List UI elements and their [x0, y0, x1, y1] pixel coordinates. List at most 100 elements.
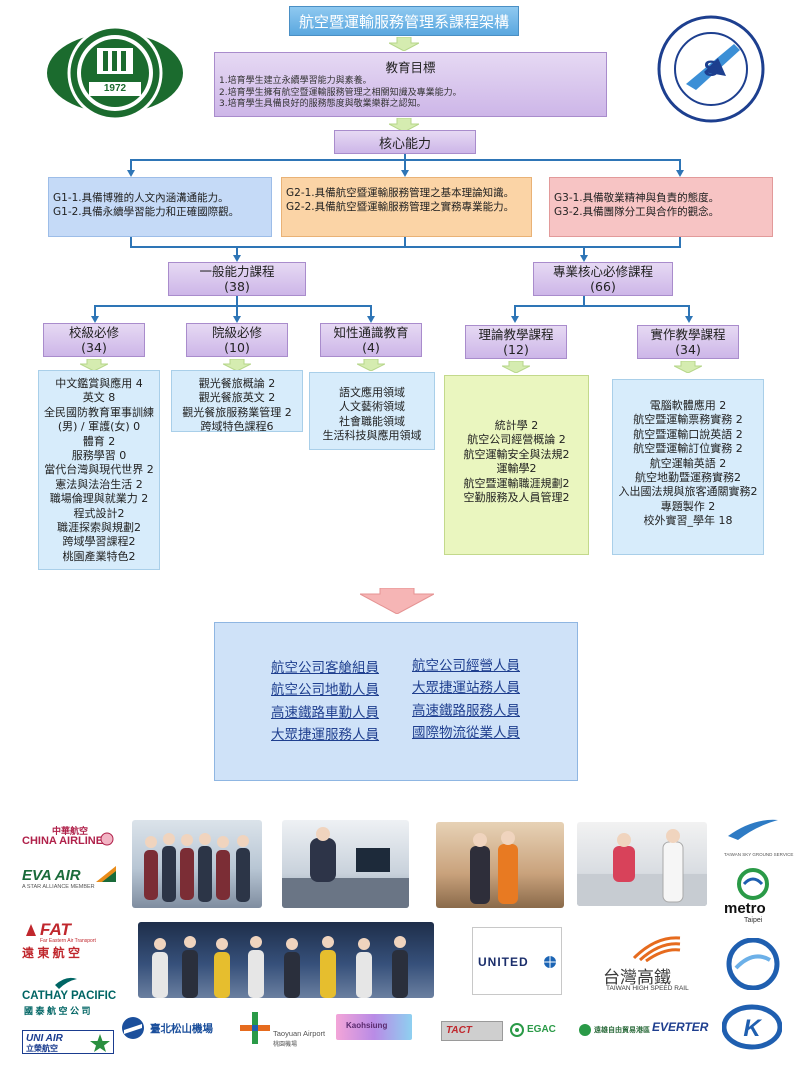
category-school-credits: (34) [81, 340, 107, 355]
tact-text: TACT [446, 1025, 472, 1036]
photo-ground-staff [436, 822, 564, 908]
photo-flight-attendants [132, 820, 262, 908]
course-item: 航空運輸英語 2 [649, 456, 727, 470]
china-airlines-logo: CHINA AIRLINES [22, 835, 111, 847]
course-item: 統計學 2 [494, 419, 539, 432]
uni-air-cn-text: 立榮航空 [26, 1044, 58, 1053]
category-theory-label: 理論教學課程 [478, 327, 554, 342]
thsr-en-text: TAIWAN HIGH SPEED RAIL [606, 985, 689, 992]
career-item: 高速鐵路服務人員 [412, 703, 520, 719]
united-globe-icon [544, 956, 556, 968]
course-item: 跨域學習課程2 [62, 535, 136, 549]
plum-blossom-icon [100, 832, 114, 846]
cathay-cn-text: 國 泰 航 空 公 司 [24, 1006, 91, 1016]
svg-text:K: K [743, 1015, 762, 1042]
china-airlines-logo-cn: 中華航空 [52, 826, 89, 836]
fat-logo: FAT [40, 920, 71, 939]
objective-item: 1.培育學生建立永續學習能力與素養。 [219, 76, 372, 86]
ability-g1-2: G1-2.具備永續學習能力和正確國際觀。 [53, 206, 240, 218]
fat-cn-text: 遠 東 航 空 [22, 946, 81, 960]
course-item: 社會職能領域 [339, 414, 405, 428]
course-item: 空勤服務及人員管理2 [463, 491, 570, 505]
taoyuan-airport-icon [240, 1012, 270, 1044]
metro-text: metro [724, 900, 766, 917]
ability-g1-1: G1-1.具備博雅的人文內涵溝通能力。 [53, 192, 229, 204]
course-item: 語文應用領域 [339, 386, 405, 399]
course-item: 校外實習_學年 18 [643, 514, 733, 528]
category-practice-credits: (34) [675, 342, 701, 357]
course-item: 程式設計2 [73, 506, 125, 520]
fat-en-text: Far Eastern Air Transport [40, 938, 96, 944]
cathay-logo: CATHAY PACIFIC [22, 990, 117, 1002]
ability-g3: G3-1.具備敬業精神與負責的態度。 G3-2.具備團隊分工與合作的觀念。 [549, 177, 773, 237]
k-logo-icon: K [722, 1004, 782, 1050]
category-liberal-label: 知性通識教育 [333, 325, 409, 340]
course-item: 體育 2 [82, 434, 116, 448]
course-item: 英文 8 [82, 391, 116, 405]
course-item: 航空地勤暨運務實務2 [635, 471, 741, 485]
courses-college: 觀光餐旅概論 2 觀光餐旅英文 2 觀光餐旅服務業管理 2 跨域特色課程6 [171, 370, 303, 433]
crew-group-icon [144, 833, 250, 902]
arrow-down-icon [357, 359, 385, 371]
ground-staff-icon [470, 831, 518, 904]
course-item: 航空公司經營概論 2 [467, 433, 566, 447]
arrow-down-icon [389, 118, 419, 132]
objectives-heading: 教育目標 [385, 60, 436, 75]
career-item: 航空公司經營人員 [412, 658, 520, 674]
ability-g2-1: G2-1.具備航空暨運輸服務管理之基本理論知識。 [286, 187, 515, 199]
course-item: 運輸學2 [496, 462, 537, 476]
kaohsiung-airport-logo: Kaohsiung [336, 1014, 412, 1040]
major-courses-credits: (66) [590, 279, 616, 294]
taoyuan-airport-text: Taoyuan Airport [273, 1029, 326, 1038]
course-item: 人文藝術領域 [339, 400, 405, 414]
cathay-brushwing-icon [55, 977, 77, 989]
course-item: 航空暨運輸職涯規劃2 [463, 476, 570, 490]
course-item: 生活科技與應用領域 [322, 429, 422, 443]
united-text: UNITED [478, 955, 529, 969]
category-theory: 理論教學課程 (12) [465, 325, 567, 359]
objective-item: 3.培育學生具備良好的服務態度與敬業樂群之認知。 [219, 99, 426, 109]
category-liberal-credits: (4) [362, 340, 380, 355]
eva-air-logo: EVA AIR [22, 867, 81, 884]
thsr-stripes-icon [632, 936, 681, 962]
course-item: 航空暨運輸口說英語 2 [633, 427, 743, 441]
krtc-logo-icon [726, 938, 780, 990]
course-item: 航空運輸安全與法規2 [463, 447, 570, 461]
course-item: 中文鑑賞與應用 4 [55, 377, 143, 390]
course-item: (男) / 軍護(女) 0 [57, 420, 141, 434]
arrow-down-icon [389, 37, 419, 51]
category-liberal: 知性通識教育 (4) [320, 323, 422, 357]
taoyuan-airport-cn-text: 桃園機場 [273, 1042, 298, 1048]
egac-text: EGAC [527, 1024, 556, 1035]
career-item: 航空公司客艙組員 [271, 660, 379, 676]
arrow-down-icon [502, 361, 530, 373]
ability-g1: G1-1.具備博雅的人文內涵溝通能力。 G1-2.具備永續學習能力和正確國際觀。 [48, 177, 272, 237]
department-logo: S [656, 14, 766, 124]
tgs-text: TAIWAN SKY GROUND SERVICE [724, 852, 794, 857]
ftz-text: 遠雄自由貿易港區 [594, 1027, 650, 1034]
courses-liberal: 語文應用領域 人文藝術領域 社會職能領域 生活科技與應用領域 [309, 372, 435, 450]
big-arrow-down-icon [360, 588, 434, 614]
everter-logo: EVERTER [652, 1020, 709, 1034]
university-year: 1972 [103, 83, 127, 94]
uni-air-text: UNI AIR [26, 1033, 63, 1044]
arrow-down-icon [80, 359, 108, 371]
arrow-down-icon [223, 359, 251, 371]
course-item: 觀光餐旅概論 2 [198, 377, 276, 390]
category-college-credits: (10) [224, 340, 250, 355]
fat-bird-icon [26, 924, 36, 936]
university-logo: 1972 [45, 18, 185, 128]
page-title: 航空暨運輸服務管理系課程架構 [289, 6, 519, 36]
career-item: 高速鐵路車勤人員 [271, 705, 379, 721]
career-item: 大眾捷運站務人員 [412, 680, 520, 696]
course-item: 入出國法規與旅客通關實務2 [618, 485, 758, 499]
courses-practice: 電腦軟體應用 2 航空暨運輸票務實務 2 航空暨運輸口說英語 2 航空暨運輸訂位… [612, 379, 764, 555]
ftz-icon [579, 1024, 591, 1036]
category-college-label: 院級必修 [211, 325, 262, 340]
course-item: 觀光餐旅服務業管理 2 [182, 405, 292, 419]
course-item: 職場倫理與就業力 2 [49, 492, 149, 506]
eva-wing-icon [96, 866, 116, 882]
airport-staff-group-icon [152, 936, 408, 998]
united-logo: UNITED [472, 927, 562, 995]
course-item: 觀光餐旅英文 2 [198, 391, 276, 405]
